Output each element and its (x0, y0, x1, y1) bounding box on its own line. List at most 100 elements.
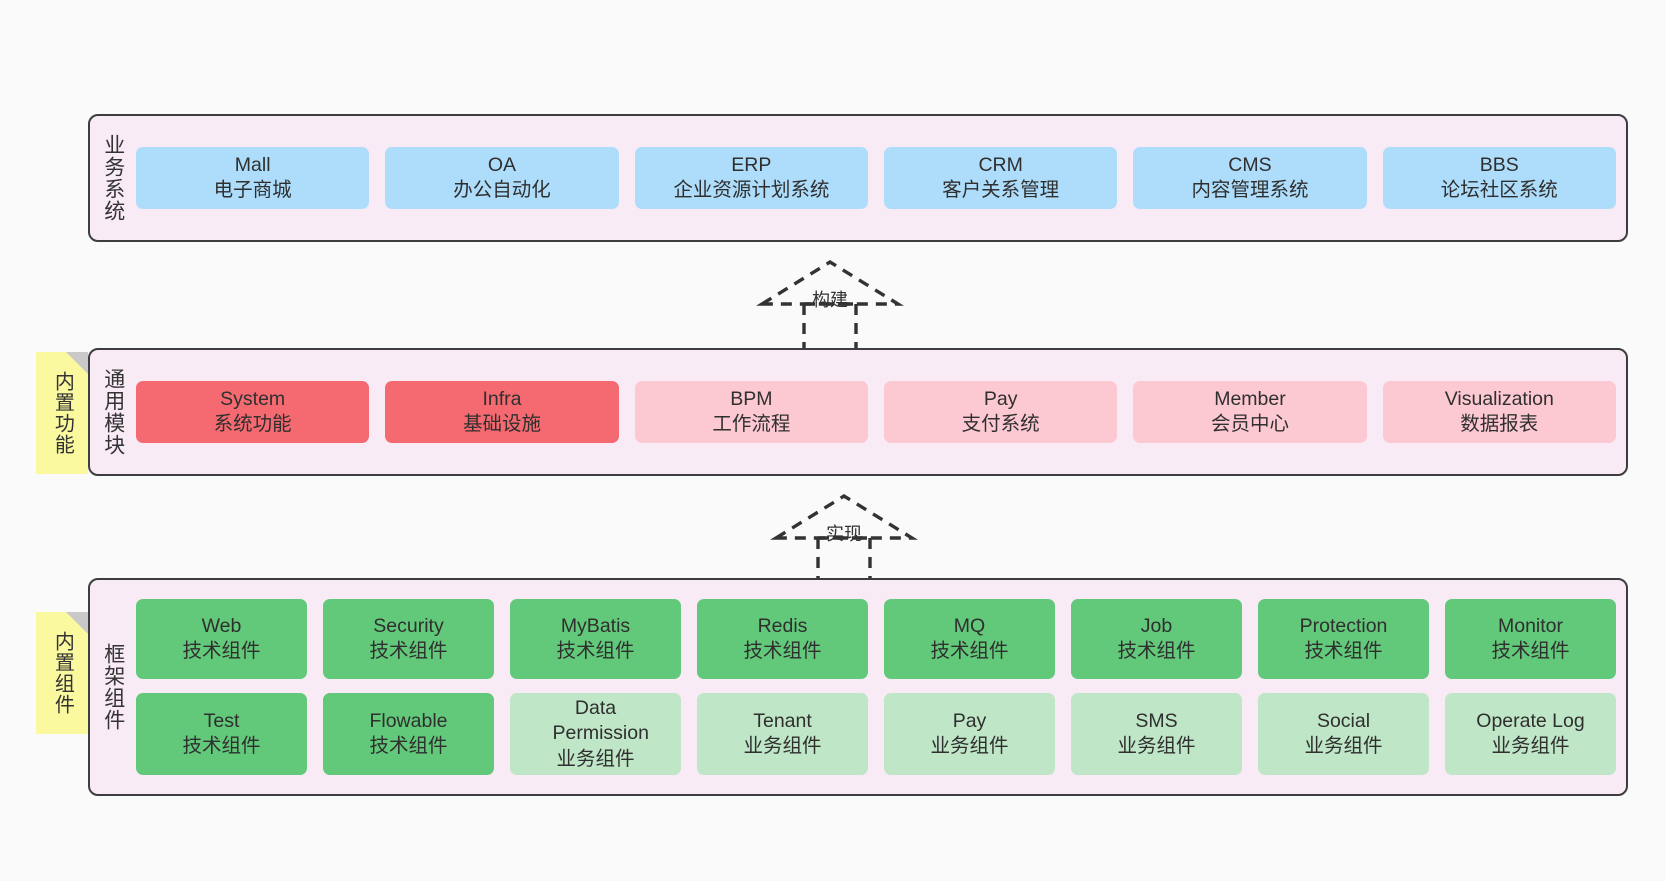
node-title: Data Permission (552, 696, 649, 745)
node-subtitle: 业务组件 (743, 735, 822, 757)
connector-implement-label: 实现 (826, 524, 862, 544)
node-row: Test 技术组件 Flowable 技术组件 Data Permission … (136, 693, 1616, 775)
layer-common-modules-body: System 系统功能 Infra 基础设施 BPM 工作流程 Pay 支付系统… (136, 350, 1626, 474)
node-subtitle: 技术组件 (182, 640, 261, 662)
node-subtitle: 会员中心 (1210, 413, 1289, 435)
node-row: Mall 电子商城 OA 办公自动化 ERP 企业资源计划系统 CRM 客户关系… (136, 146, 1616, 210)
node-row: Web 技术组件 Security 技术组件 MyBatis 技术组件 Redi… (136, 599, 1616, 679)
node-member[interactable]: Member 会员中心 (1133, 380, 1367, 444)
node-title: Pay (952, 709, 987, 732)
sticky-note-builtin-features: 内置功能 (36, 352, 88, 474)
node-flowable[interactable]: Flowable 技术组件 (323, 693, 494, 775)
layer-framework-components-label: 框架组件 (101, 643, 125, 731)
node-subtitle: 业务组件 (1304, 735, 1383, 757)
node-security[interactable]: Security 技术组件 (323, 599, 494, 679)
node-operate-log[interactable]: Operate Log 业务组件 (1445, 693, 1616, 775)
node-title: Pay (983, 387, 1018, 410)
node-subtitle: 支付系统 (961, 413, 1040, 435)
connector-implement: 实现 (766, 486, 946, 586)
node-subtitle: 技术组件 (1304, 640, 1383, 662)
layer-framework-components-body: Web 技术组件 Security 技术组件 MyBatis 技术组件 Redi… (136, 580, 1626, 794)
node-cms[interactable]: CMS 内容管理系统 (1133, 146, 1367, 210)
node-subtitle: 技术组件 (369, 735, 448, 757)
node-title: Web (201, 614, 242, 637)
node-subtitle: 技术组件 (1117, 640, 1196, 662)
node-title: System (220, 387, 286, 410)
sticky-note-label: 内置功能 (51, 371, 74, 455)
node-title: Tenant (753, 709, 812, 732)
node-title: Member (1214, 387, 1286, 410)
node-subtitle: 技术组件 (182, 735, 261, 757)
node-data-permission[interactable]: Data Permission 业务组件 (510, 693, 681, 775)
layer-framework-components: 框架组件 Web 技术组件 Security 技术组件 MyBatis 技术组件… (88, 578, 1628, 796)
node-title: Security (373, 614, 444, 637)
layer-business-system-label: 业务系统 (101, 134, 125, 222)
layer-business-system-body: Mall 电子商城 OA 办公自动化 ERP 企业资源计划系统 CRM 客户关系… (136, 116, 1626, 240)
node-subtitle: 系统功能 (213, 413, 292, 435)
node-title: BPM (730, 387, 773, 410)
node-title: Flowable (369, 709, 448, 732)
connector-build: 构建 (752, 252, 932, 352)
node-web[interactable]: Web 技术组件 (136, 599, 307, 679)
node-infra[interactable]: Infra 基础设施 (385, 380, 619, 444)
node-title: Social (1316, 709, 1371, 732)
node-subtitle: 技术组件 (369, 640, 448, 662)
node-title: Mall (234, 153, 271, 176)
node-system[interactable]: System 系统功能 (136, 380, 370, 444)
node-job[interactable]: Job 技术组件 (1071, 599, 1242, 679)
node-oa[interactable]: OA 办公自动化 (385, 146, 619, 210)
node-subtitle: 工作流程 (712, 413, 791, 435)
node-tenant[interactable]: Tenant 业务组件 (697, 693, 868, 775)
node-pay-component[interactable]: Pay 业务组件 (884, 693, 1055, 775)
node-visualization[interactable]: Visualization 数据报表 (1382, 380, 1616, 444)
node-subtitle: 业务组件 (556, 747, 635, 770)
node-subtitle: 电子商城 (213, 179, 292, 201)
node-title: CRM (978, 153, 1023, 176)
node-title: OA (487, 153, 517, 176)
node-title: Test (203, 709, 240, 732)
node-monitor[interactable]: Monitor 技术组件 (1445, 599, 1616, 679)
node-mybatis[interactable]: MyBatis 技术组件 (510, 599, 681, 679)
node-bpm[interactable]: BPM 工作流程 (634, 380, 868, 444)
layer-common-modules-label: 通用模块 (101, 368, 125, 456)
node-subtitle: 业务组件 (1117, 735, 1196, 757)
node-subtitle: 技术组件 (743, 640, 822, 662)
node-title: Protection (1299, 614, 1388, 637)
node-title: Job (1140, 614, 1173, 637)
node-erp[interactable]: ERP 企业资源计划系统 (634, 146, 868, 210)
node-sms[interactable]: SMS 业务组件 (1071, 693, 1242, 775)
node-crm[interactable]: CRM 客户关系管理 (883, 146, 1118, 210)
node-bbs[interactable]: BBS 论坛社区系统 (1382, 146, 1616, 210)
node-title: BBS (1479, 153, 1519, 176)
node-title: SMS (1135, 709, 1178, 732)
node-title: MyBatis (560, 614, 631, 637)
node-pay[interactable]: Pay 支付系统 (883, 380, 1118, 444)
sticky-note-label: 内置组件 (51, 631, 74, 715)
node-title: Redis (757, 614, 808, 637)
node-subtitle: 办公自动化 (453, 179, 551, 201)
node-subtitle: 业务组件 (1491, 735, 1570, 757)
node-title: CMS (1228, 153, 1272, 176)
node-subtitle: 基础设施 (462, 413, 541, 435)
node-test[interactable]: Test 技术组件 (136, 693, 307, 775)
sticky-note-builtin-components: 内置组件 (36, 612, 88, 734)
node-protection[interactable]: Protection 技术组件 (1258, 599, 1429, 679)
node-subtitle: 企业资源计划系统 (673, 179, 830, 201)
layer-business-system: 业务系统 Mall 电子商城 OA 办公自动化 ERP 企业资源计划系统 CRM… (88, 114, 1628, 242)
node-title: Operate Log (1476, 709, 1585, 732)
node-mall[interactable]: Mall 电子商城 (136, 146, 370, 210)
node-title: MQ (953, 614, 986, 637)
node-title: Monitor (1497, 614, 1564, 637)
node-redis[interactable]: Redis 技术组件 (697, 599, 868, 679)
node-mq[interactable]: MQ 技术组件 (884, 599, 1055, 679)
node-subtitle: 业务组件 (930, 735, 1009, 757)
node-subtitle: 客户关系管理 (942, 179, 1060, 201)
node-subtitle: 技术组件 (930, 640, 1009, 662)
node-row: System 系统功能 Infra 基础设施 BPM 工作流程 Pay 支付系统… (136, 380, 1616, 444)
connector-build-label: 构建 (812, 290, 848, 310)
node-subtitle: 论坛社区系统 (1440, 179, 1558, 201)
node-title: Visualization (1444, 387, 1554, 410)
node-subtitle: 数据报表 (1460, 413, 1539, 435)
node-subtitle: 技术组件 (1491, 640, 1570, 662)
node-social[interactable]: Social 业务组件 (1258, 693, 1429, 775)
